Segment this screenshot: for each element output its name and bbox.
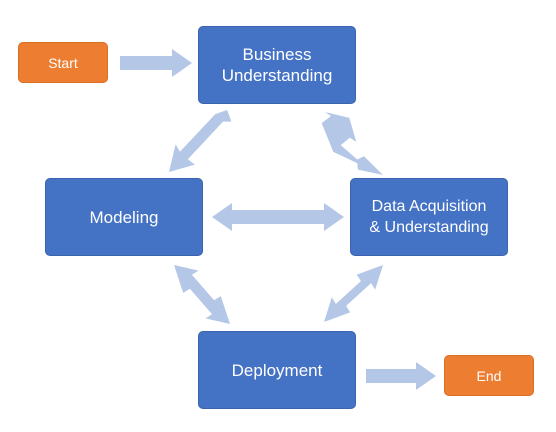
end-label: End (476, 367, 502, 384)
deployment-label: Deployment (231, 360, 323, 380)
arrow-data-deployment (324, 265, 383, 322)
arrow-modeling-deployment (174, 265, 230, 324)
data-acquisition-label: Data Acquisition & Understanding (369, 198, 489, 236)
arrow-business-modeling (169, 110, 232, 172)
business-understanding-label: Business Understanding (221, 45, 333, 85)
business-understanding-node: Business Understanding (198, 26, 356, 104)
start-label: Start (48, 54, 78, 71)
end-node: End (444, 355, 534, 396)
arrow-deployment-to-end (366, 362, 436, 390)
arrow-modeling-data (212, 203, 344, 231)
data-acquisition-node: Data Acquisition & Understanding (350, 178, 508, 256)
deployment-node: Deployment (198, 331, 356, 409)
modeling-node: Modeling (45, 178, 203, 256)
arrow-start-to-business (120, 49, 192, 77)
arrow-business-data (321, 112, 383, 175)
modeling-label: Modeling (89, 207, 159, 227)
start-node: Start (18, 42, 108, 83)
